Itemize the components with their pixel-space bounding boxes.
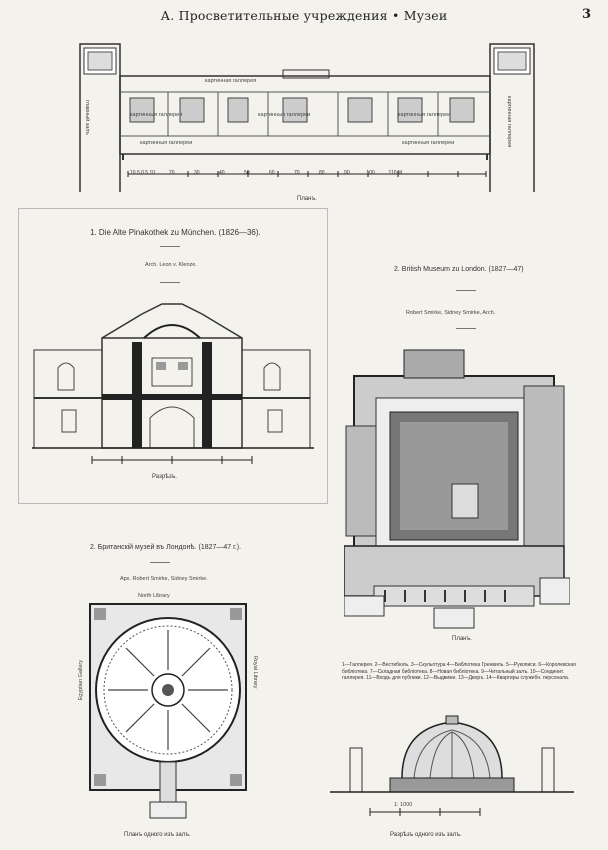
scale-tick-row: 10 5 0 5 10 20 30 40 50 60 70 80 90 100 … (130, 170, 403, 176)
bm-ru-title: 2. Британскій музей въ Лондонѣ. (1827—47… (90, 544, 242, 551)
bm-plan-drawing (344, 349, 570, 629)
pinakothek-plan-drawing (79, 43, 535, 192)
gallery-label-2: картинныя галлереи (258, 112, 311, 118)
scale-tick-5: 20 (168, 170, 175, 176)
reading-room-section-drawing (330, 715, 574, 816)
bm-architect: Robert Smirke, Sidney Smirke, Arch. (406, 310, 496, 316)
scale-tick-1: 5 (136, 170, 140, 176)
pinakothek-section-frame (18, 208, 328, 504)
scale-tick-13: 100 (366, 170, 375, 176)
scale-tick-10: 70 (294, 170, 300, 176)
scale-tick-9: 60 (269, 170, 275, 176)
scale-tick-12: 90 (344, 170, 350, 176)
side-label-right: картинная галлерея (506, 96, 512, 148)
scale-tick-3: 5 (145, 170, 149, 176)
scale-tick-2: 0 (141, 170, 144, 176)
section-scale-label: 1: 1000 (394, 802, 413, 808)
bm-title: 2. British Museum zu London. (1827—47) (394, 266, 524, 273)
scale-tick-0: 10 (130, 170, 136, 176)
bm-plan-caption: Планъ. (452, 636, 472, 642)
scale-tick-8: 50 (243, 170, 250, 176)
pinakothek-plan-caption: Планъ. (297, 196, 317, 202)
royal-library-label: Royal Library (252, 656, 258, 689)
egyptian-gallery-label: Egyptian Gallery (78, 660, 84, 701)
north-library-label: North Library (138, 593, 170, 599)
pinakothek-section-drawing (32, 303, 314, 464)
scale-tick-4: 10 (149, 170, 156, 176)
bm-legend: 1—Галлерея. 2—Вестибюль. 3—Скульптура 4—… (342, 662, 576, 681)
gallery-label-4: картинныя галлереи (140, 140, 193, 146)
scale-unit: М. (397, 170, 404, 176)
gallery-label-top: картинная галлерея (205, 78, 257, 84)
bm-ru-architect: Арх. Robert Smirke, Sidney Smirke. (120, 576, 208, 582)
gallery-label-1: картинныя галлереи (130, 112, 183, 118)
side-label-left: главный залъ (84, 100, 90, 135)
scale-tick-14: 110 (388, 170, 397, 176)
reading-room-plan-caption: Планъ одного изъ залъ. (124, 832, 191, 838)
page-number: 3 (582, 7, 592, 22)
pinakothek-architect: Arch. Leon v. Klenze. (145, 262, 197, 268)
scale-tick-6: 30 (193, 170, 200, 176)
scale-tick-7: 40 (218, 170, 225, 176)
pinakothek-title: 1. Die Alte Pinakothek zu München. (1826… (90, 228, 261, 237)
gallery-label-3: картинныя галлереи (398, 112, 451, 118)
pinakothek-section-caption: Разрѣзъ. (152, 474, 177, 480)
page-header: А. Просветительные учреждения • Музеи (160, 8, 448, 23)
gallery-label-5: картинныя галлереи (402, 140, 455, 146)
reading-room-plan-drawing (89, 603, 247, 819)
reading-room-section-caption: Разрѣзъ одного изъ залъ. (390, 832, 462, 838)
scale-tick-11: 80 (319, 170, 325, 176)
